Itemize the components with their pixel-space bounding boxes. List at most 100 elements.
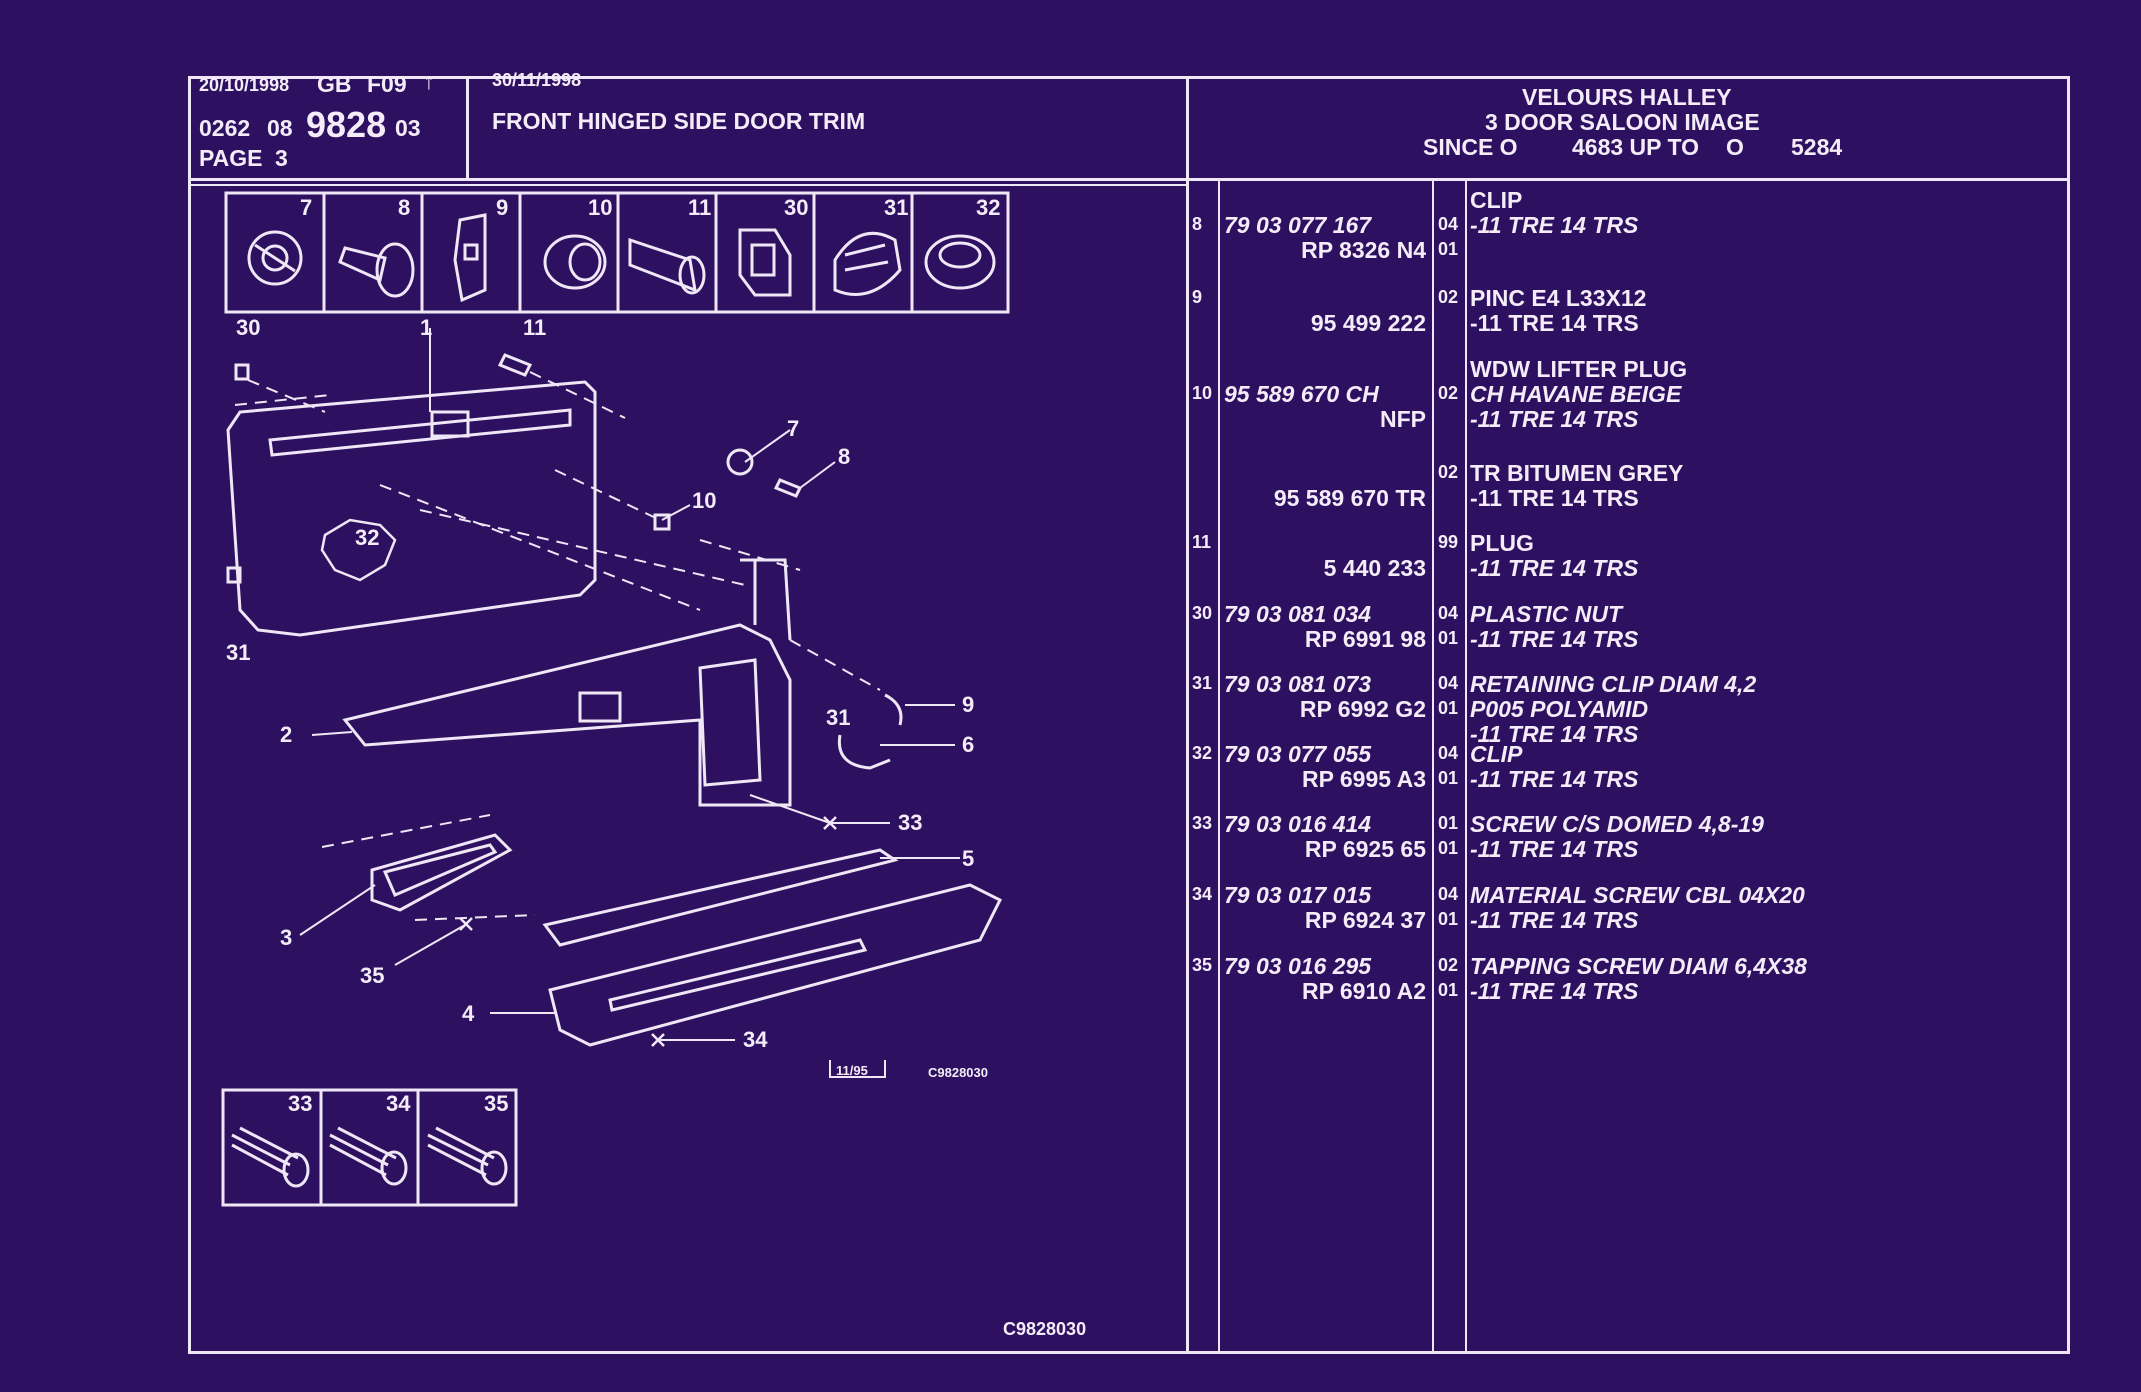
part-qty: 04 [1438,884,1459,904]
parts-strip-top-dividers [322,193,914,312]
header-right-since: SINCE O [1423,134,1518,160]
header-arrow: ↑ [423,68,435,94]
header-right-line2: 3 DOOR SALOON IMAGE [1485,109,1760,135]
part-number: 79 03 077 055 [1224,741,1372,767]
part-qty: 02 [1438,955,1459,975]
callout-11: 11 [523,315,546,340]
leader-lines [299,328,960,1041]
screw-8 [773,478,803,498]
callout-35: 35 [360,963,384,988]
nut-30 [234,363,250,381]
part-number-alt: RP 8326 N4 [1301,237,1426,263]
callout-7: 7 [787,416,799,441]
part-description-line2: -11 TRE 14 TRS [1470,555,1639,581]
callout-5: 5 [962,846,974,871]
part-description-line2: -11 TRE 14 TRS [1470,836,1639,862]
part-ref: 32 [1192,743,1213,763]
part-description-line2: -11 TRE 14 TRS [1470,907,1639,933]
part-qty-alt: 01 [1438,698,1459,718]
part-ref: 8 [1192,214,1203,234]
header-right-from: 4683 UP TO [1572,134,1700,160]
part-ref: 31 [1192,673,1213,693]
part-description: MATERIAL SCREW CBL 04X20 [1470,882,1805,908]
callout-4: 4 [462,1001,475,1026]
clip-icon-9 [453,213,487,303]
header-num-big: 9828 [306,104,387,145]
header-date1: 20/10/1998 [199,75,290,95]
callout-3: 3 [280,925,292,950]
part-description-line2: -11 TRE 14 TRS [1470,766,1639,792]
box-label-34: 34 [386,1091,411,1116]
part-number: 79 03 077 167 [1224,212,1372,238]
part-description: PLASTIC NUT [1470,601,1623,627]
box-label-31: 31 [884,195,908,220]
part-description: TR BITUMEN GREY [1470,460,1684,486]
diagram-top-rule [188,184,1188,186]
armrest-2 [342,558,792,807]
part-description: WDW LIFTER PLUG [1470,356,1688,382]
box-label-10: 10 [588,195,612,220]
box-label-33: 33 [288,1091,312,1116]
screw-icon-35 [427,1126,508,1186]
part-number-alt: 95 499 222 [1310,310,1426,336]
part-qty-alt: 01 [1438,980,1459,1000]
door-panel-1 [226,380,597,637]
callout-31: 31 [226,640,250,665]
part-description-line2: -11 TRE 14 TRS [1470,406,1639,432]
callout-6: 6 [962,732,974,757]
retaining-clip-icon-31 [833,231,902,296]
part-ref: 9 [1192,287,1203,307]
part-qty: 02 [1438,287,1459,307]
part-qty: 04 [1438,603,1459,623]
part-description: -11 TRE 14 TRS [1470,212,1639,238]
screw-icon-8 [338,242,415,298]
part-qty: 02 [1438,383,1459,403]
pocket-body-4 [548,883,1003,1047]
part-qty: 04 [1438,743,1459,763]
part-description: TAPPING SCREW DIAM 6,4X38 [1470,953,1807,979]
part-description-line3: -11 TRE 14 TRS [1470,721,1639,747]
part-number: 79 03 081 034 [1224,601,1372,627]
part-qty-alt: 01 [1438,838,1459,858]
part-number-alt: RP 6925 65 [1304,836,1426,862]
part-number-alt: RP 6991 98 [1304,626,1426,652]
part-number: 79 03 016 414 [1224,811,1372,837]
part-qty-alt: 01 [1438,768,1459,788]
map-pocket-5 [542,848,899,947]
part-description-line2: -11 TRE 14 TRS [1470,626,1639,652]
part-qty-alt: 01 [1438,239,1459,259]
retaining-clip-icon-30 [738,228,792,297]
callout-labels: 30 1 11 7 8 10 32 31 2 9 31 6 33 5 3 35 … [226,315,974,1052]
part-description: CLIP [1470,187,1523,213]
main-divider [1186,76,1189,1354]
part-qty: 99 [1438,532,1459,552]
part-number-alt: RP 6924 37 [1304,907,1426,933]
box-label-8: 8 [398,195,410,220]
part-description-line2: -11 TRE 14 TRS [1470,978,1639,1004]
plug-11 [497,353,533,377]
header-right-line1: VELOURS HALLEY [1522,84,1732,110]
part-number: 79 03 017 015 [1224,882,1372,908]
part-description: PINC E4 L33X12 [1470,285,1647,311]
box-label-11: 11 [688,195,711,220]
callout-8: 8 [838,444,850,469]
part-number-alt: RP 6992 G2 [1299,696,1426,722]
diagram-footer-code: C9828030 [1003,1319,1086,1339]
callout-2: 2 [280,722,292,747]
header-title: FRONT HINGED SIDE DOOR TRIM [492,108,866,134]
part-qty-alt: 01 [1438,628,1459,648]
part-description: RETAINING CLIP DIAM 4,2 [1470,671,1757,697]
parts-strip-top-labels: 7 8 9 10 11 30 31 32 [300,195,1000,220]
callout-32: 32 [355,525,379,550]
header-divider [188,178,2070,181]
plug-10 [653,513,671,531]
header-right-to: 5284 [1791,134,1843,160]
plug-icon-11 [628,237,706,295]
header-left-divider [466,76,469,180]
part-description-line2: -11 TRE 14 TRS [1470,310,1639,336]
part-qty-alt: 01 [1438,909,1459,929]
box-label-35: 35 [484,1091,508,1116]
x-marks [459,816,837,1047]
nut-icon-7 [247,230,303,286]
